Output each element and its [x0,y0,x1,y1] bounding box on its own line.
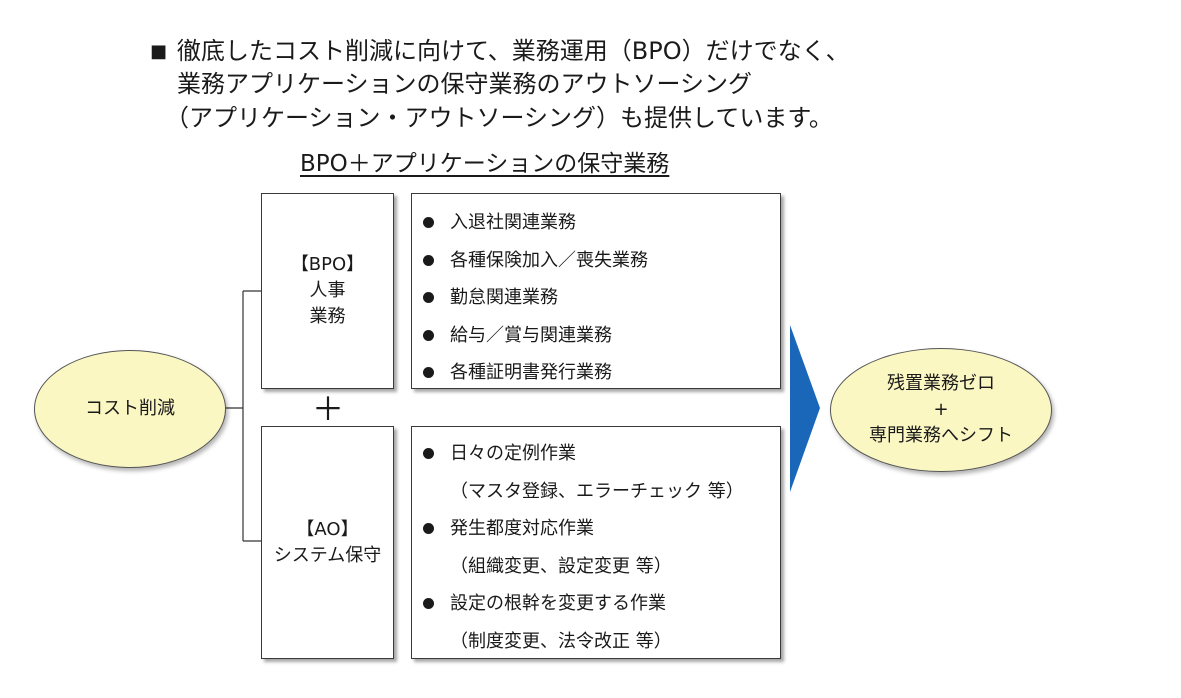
list-item-detail: （マスタ登録、エラーチェック 等） [450,480,744,502]
intro-line-3: （アプリケーション・アウトソーシング）も提供しています。 [165,104,833,132]
list-item: 日々の定例作業 [412,435,780,473]
list-item-detail: （組織変更、設定変更 等） [450,555,672,577]
bpo-label-box: 【BPO】 人事 業務 [261,193,394,389]
ao-label-box: 【AO】 システム保守 [261,426,394,659]
list-item: 入退社関連業務 [412,204,780,242]
bullet-icon [423,523,434,534]
bpo-items-list: 入退社関連業務 各種保険加入／喪失業務 勤怠関連業務 給与／賞与関連業務 各種証… [412,204,780,392]
bullet-icon [423,254,434,266]
diagram-title: BPO＋アプリケーションの保守業務 [300,151,670,177]
list-item: 給与／賞与関連業務 [412,317,780,355]
list-item-detail: （制度変更、法令改正 等） [450,630,672,652]
result-line-1: 残置業務ゼロ [887,373,995,394]
bullet-icon [423,598,434,609]
list-item: 各種証明書発行業務 [412,354,780,392]
start-node-label: コスト削減 [85,398,175,419]
bpo-line-2: 業務 [309,306,346,327]
ao-tag: 【AO】 [296,518,359,540]
ao-items-list: 日々の定例作業 （マスタ登録、エラーチェック 等） 発生都度対応作業 （組織変更… [412,435,780,660]
bullet-icon [423,329,434,341]
bullet-icon [423,448,434,459]
list-item: 発生都度対応作業 [412,510,780,548]
ao-items-box: 日々の定例作業 （マスタ登録、エラーチェック 等） 発生都度対応作業 （組織変更… [411,426,781,659]
list-item: 勤怠関連業務 [412,279,780,317]
list-item: 設定の根幹を変更する作業 [412,585,780,623]
bpo-tag: 【BPO】 [290,254,365,275]
plus-sign: ＋ [312,390,345,428]
intro-line-1: 徹底したコスト削減に向けて、業務運用（BPO）だけでなく、 [177,37,850,65]
bpo-items-box: 入退社関連業務 各種保険加入／喪失業務 勤怠関連業務 給与／賞与関連業務 各種証… [411,193,781,389]
ao-line-1: システム保守 [273,544,382,566]
result-node-ellipse: 残置業務ゼロ + 専門業務へシフト [830,348,1052,472]
result-line-3: 専門業務へシフト [869,425,1013,446]
list-item: 各種保険加入／喪失業務 [412,242,780,280]
intro-line-2: 業務アプリケーションの保守業務のアウトソーシング [177,70,753,98]
bullet-icon [423,292,434,303]
bullet-icon [423,217,434,228]
start-node-ellipse: コスト削減 [34,350,226,468]
bpo-line-1: 人事 [309,280,346,301]
intro-bullet: ■ [150,41,168,62]
flow-arrow-icon [790,325,820,492]
result-line-2: + [933,399,949,420]
bullet-icon [423,367,434,378]
